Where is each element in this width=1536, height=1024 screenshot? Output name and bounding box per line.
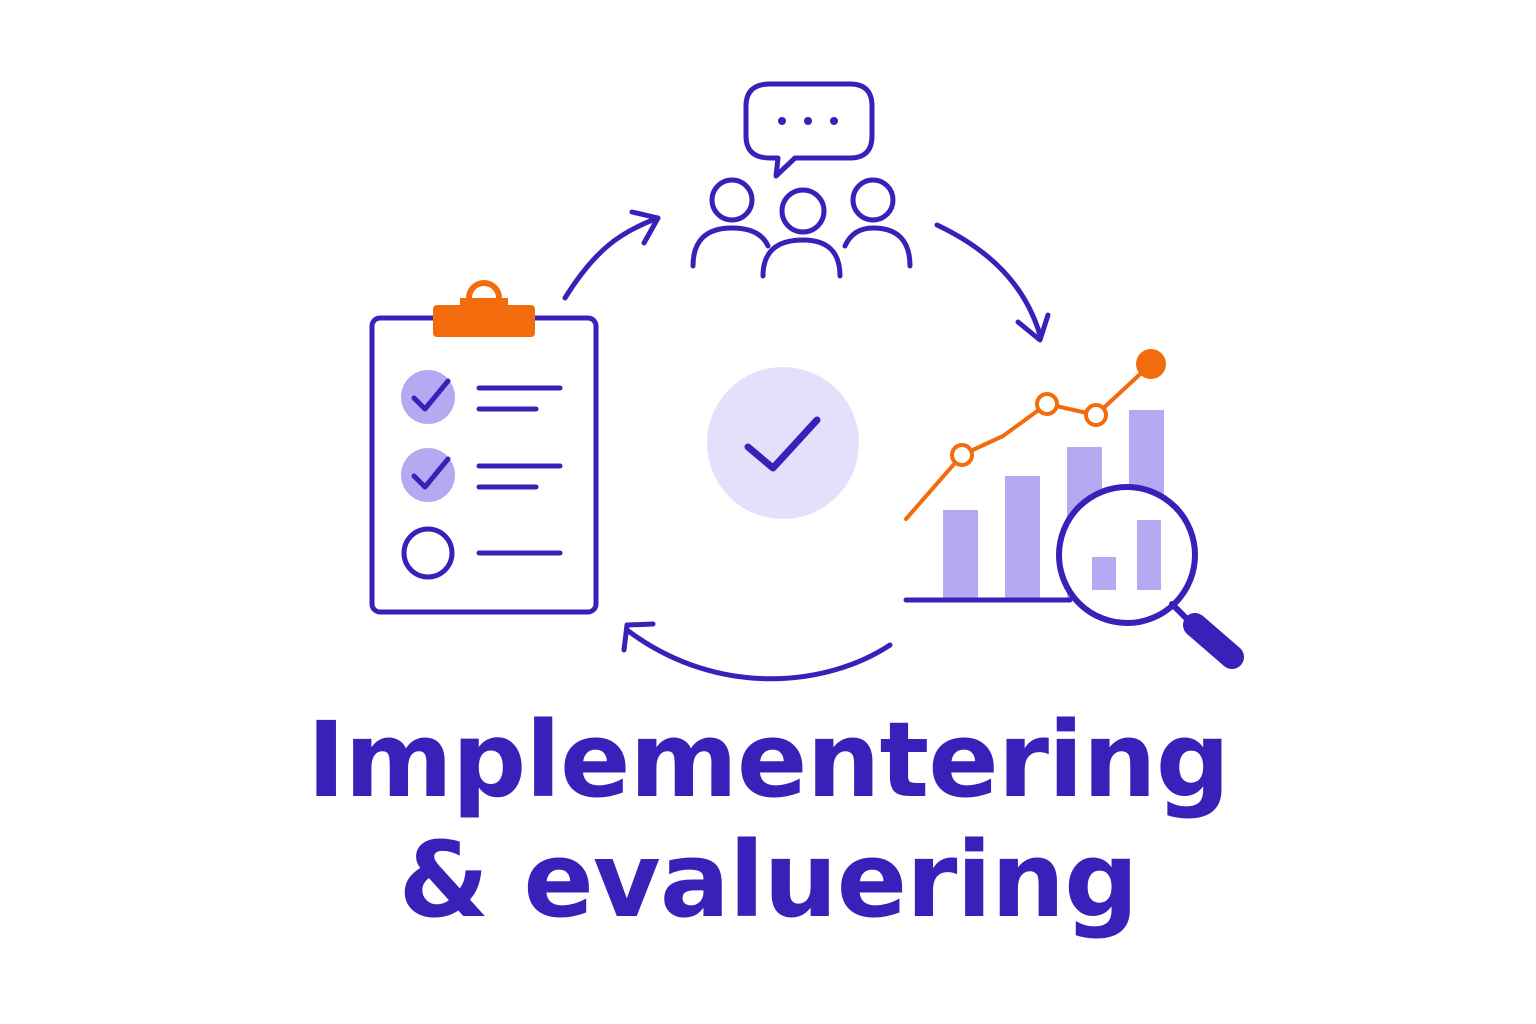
trend-points bbox=[950, 349, 1166, 467]
checklist-item-3 bbox=[401, 526, 563, 580]
magnifier-icon bbox=[1056, 484, 1244, 669]
checklist-item-1 bbox=[401, 370, 563, 424]
team-discussion-icon bbox=[690, 81, 913, 279]
trend-line bbox=[904, 362, 1153, 521]
person-left-icon bbox=[690, 177, 771, 269]
arrow-to-clipboard bbox=[624, 627, 893, 682]
arrow-head-to-team bbox=[629, 209, 661, 246]
arrow-to-chart bbox=[934, 222, 1043, 338]
speech-bubble-icon bbox=[743, 81, 875, 179]
arrow-to-team bbox=[562, 215, 661, 301]
person-center-icon bbox=[760, 187, 843, 279]
arrow-head-to-chart bbox=[1015, 312, 1051, 343]
person-right-icon bbox=[842, 177, 913, 269]
check-circle-icon bbox=[707, 367, 859, 519]
clipboard-checklist-icon bbox=[369, 280, 599, 615]
clipboard-clip bbox=[433, 280, 535, 337]
chart-analysis-icon bbox=[903, 349, 1244, 669]
cycle-arrows bbox=[562, 209, 1051, 682]
title-line-1: Implementering bbox=[306, 699, 1230, 821]
checklist-item-2 bbox=[401, 448, 563, 502]
arrow-head-to-clipboard bbox=[621, 621, 656, 653]
page-title: Implementering & evaluering bbox=[0, 700, 1536, 940]
title-line-2: & evaluering bbox=[398, 819, 1138, 941]
